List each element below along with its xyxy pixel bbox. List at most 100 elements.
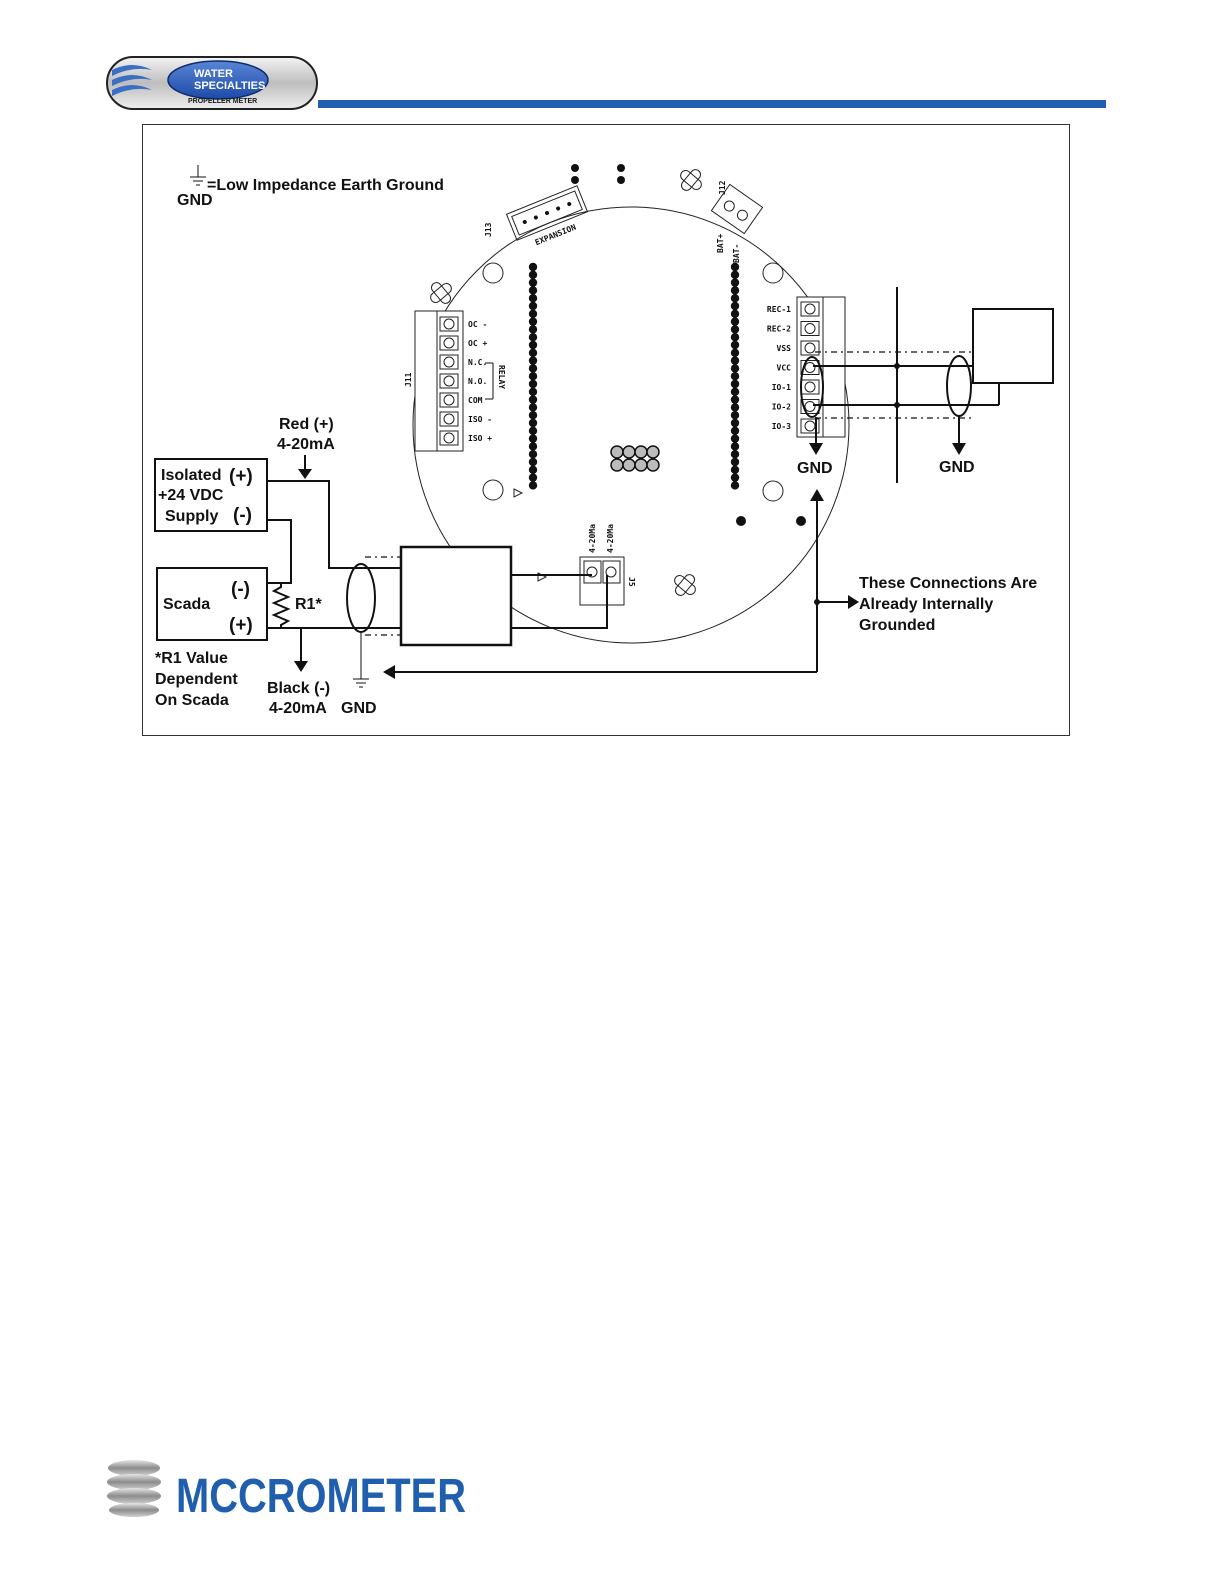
r1-note-line3: On Scada xyxy=(155,692,229,709)
header-pin xyxy=(730,372,740,381)
r1-note-line1: *R1 Value xyxy=(155,650,228,667)
j11-pin-label: ISO + xyxy=(468,434,492,443)
header-pin xyxy=(730,364,740,373)
header-pin xyxy=(528,481,538,490)
red-line2: 4-20mA xyxy=(277,436,335,453)
pin-header-right xyxy=(730,262,740,490)
mount-hole xyxy=(482,479,504,501)
header-pin xyxy=(528,403,538,412)
header-pin xyxy=(528,309,538,318)
center-pad xyxy=(646,445,660,459)
j5-pin1-label: 4-20Ma xyxy=(588,524,597,553)
ground-symbol-icon xyxy=(190,165,206,186)
left-wiring: Isolated +24 VDC Supply (+) (-) Scada (-… xyxy=(154,416,608,717)
header-pin xyxy=(528,317,538,326)
transmitter-box xyxy=(399,545,513,647)
resistor-r1: R1* xyxy=(271,583,322,628)
red-line1: Red (+) xyxy=(279,416,334,433)
header-pin xyxy=(528,340,538,350)
crystal-component xyxy=(430,282,452,304)
header-pin xyxy=(528,395,538,404)
logo-line2: SPECIALTIES xyxy=(194,80,265,92)
header-pin xyxy=(730,450,740,459)
header-pin xyxy=(730,356,740,365)
header-pin xyxy=(730,434,740,443)
crystal-component xyxy=(680,169,702,191)
black-line2: 4-20mA xyxy=(269,700,327,717)
logo-sub: PROPELLER METER xyxy=(188,98,257,105)
header-pin xyxy=(528,364,538,373)
note-line3: Grounded xyxy=(859,617,935,634)
header-pin xyxy=(730,325,740,334)
header-pin xyxy=(528,356,538,365)
header-pin xyxy=(730,309,740,318)
header-pin xyxy=(730,286,740,295)
header-pin xyxy=(528,270,538,279)
center-pad xyxy=(610,458,624,472)
header-pin xyxy=(730,340,740,350)
legend-text: =Low Impedance Earth Ground xyxy=(207,177,444,194)
supply-plus: (+) xyxy=(229,466,253,487)
mccrometer-logo: MCCROMETER xyxy=(106,1456,476,1524)
pin-header-left xyxy=(528,262,538,490)
header-pin xyxy=(730,411,740,420)
header-pin xyxy=(730,465,740,474)
j11-pin-label: ISO - xyxy=(468,415,492,424)
j12-battery-connector xyxy=(710,183,764,235)
j11-pin-label: OC + xyxy=(468,339,487,348)
right-wiring: GND GND xyxy=(797,287,1054,483)
right-pin-label: REC-1 xyxy=(767,305,791,314)
right-pin-label: VCC xyxy=(777,364,792,373)
header-pin xyxy=(730,418,740,428)
center-pad xyxy=(634,445,648,459)
scada-minus: (-) xyxy=(231,579,250,600)
mccrometer-waves-icon xyxy=(107,1460,161,1517)
footer-brand: MCCROMETER xyxy=(176,1470,466,1523)
supply-line3: Supply xyxy=(165,508,218,525)
header-pin xyxy=(528,411,538,420)
supply-minus: (-) xyxy=(233,505,252,526)
waves-icon xyxy=(112,65,152,96)
header-pin xyxy=(528,457,538,467)
internal-ground-note: These Connections Are Already Internally… xyxy=(383,489,1037,679)
logo-line1: WATER xyxy=(194,68,233,80)
header-pin xyxy=(528,387,538,396)
header-pin xyxy=(528,286,538,295)
j5-pin2-label: 4-20Ma xyxy=(606,524,615,553)
header-pin xyxy=(730,426,740,435)
header-pin xyxy=(730,294,740,303)
header-pin xyxy=(730,333,740,342)
header-pin xyxy=(528,473,538,482)
header-pin xyxy=(528,348,538,357)
center-pads xyxy=(610,445,660,472)
header-pin xyxy=(528,262,538,272)
right-pin-label: IO-3 xyxy=(772,422,791,431)
note-line2: Already Internally xyxy=(859,596,993,613)
r1-label: R1* xyxy=(295,596,322,613)
header-pin xyxy=(528,418,538,428)
mount-hole xyxy=(762,262,784,284)
header-pin xyxy=(528,301,538,311)
bat-plus-label: BAT+ xyxy=(716,234,725,253)
header-pin xyxy=(528,372,538,381)
j12-label: J12 xyxy=(718,180,727,195)
header-pin xyxy=(730,473,740,482)
header-pin xyxy=(528,379,538,389)
header-pin xyxy=(730,379,740,389)
header-pin xyxy=(528,450,538,459)
r1-note-line2: Dependent xyxy=(155,671,238,688)
scada-plus: (+) xyxy=(229,615,253,636)
center-pad xyxy=(634,458,648,472)
scada-box xyxy=(156,567,268,641)
header-pin xyxy=(528,325,538,334)
j11-pin-label: OC - xyxy=(468,320,487,329)
black-line1: Black (-) xyxy=(267,680,330,697)
scada-label: Scada xyxy=(163,596,210,613)
j11-pin-label: N.C. xyxy=(468,358,487,367)
center-pad xyxy=(646,458,660,472)
j5-label: J5 xyxy=(627,577,636,587)
header-pin xyxy=(730,403,740,412)
j11-pin-label: COM xyxy=(468,396,483,405)
header-pin xyxy=(730,262,740,272)
